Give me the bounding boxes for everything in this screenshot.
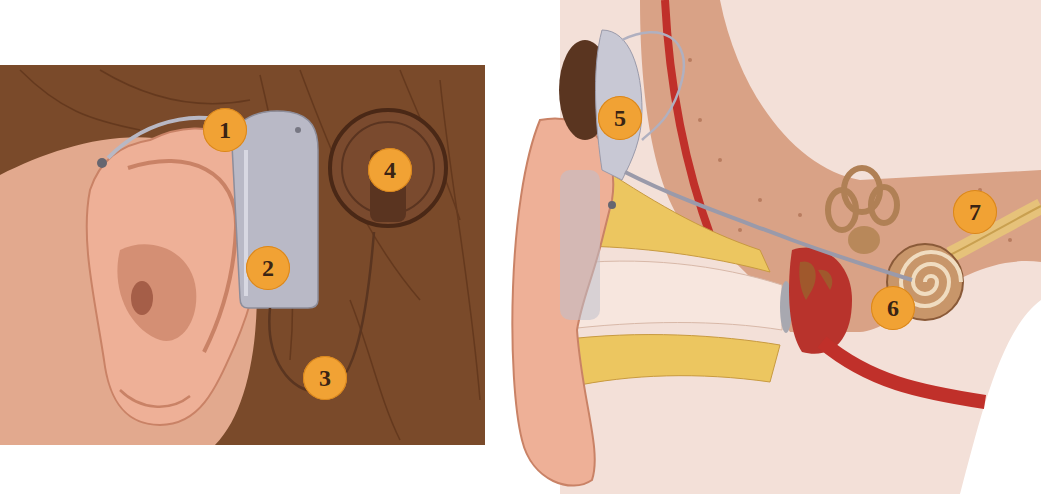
hair-strands xyxy=(20,70,480,440)
callout-number: 3 xyxy=(319,366,331,390)
transmitter-coil xyxy=(330,110,446,226)
callout-number: 1 xyxy=(219,118,231,142)
outer-ear xyxy=(512,118,613,485)
vestibule xyxy=(848,226,880,254)
callout-circle: 3 xyxy=(303,356,347,400)
ossicles xyxy=(799,261,832,300)
blood-vessel xyxy=(665,0,712,240)
eustachian-tube xyxy=(822,342,985,402)
tissue xyxy=(560,0,1041,494)
ear-cross-section xyxy=(512,0,1041,494)
head-side-view xyxy=(0,65,485,445)
skin xyxy=(0,65,485,445)
speech-processor xyxy=(232,111,318,308)
callout-circle: 2 xyxy=(246,246,290,290)
callout-circle: 4 xyxy=(368,148,412,192)
callout-number: 2 xyxy=(262,256,274,280)
callout-circle: 5 xyxy=(598,96,642,140)
microphone xyxy=(608,201,616,209)
callout-number: 7 xyxy=(969,200,981,224)
callout-circle: 7 xyxy=(953,190,997,234)
callout-circle: 1 xyxy=(203,108,247,152)
ear-lobe xyxy=(120,390,190,407)
cochlea xyxy=(887,244,963,320)
semicircular-canals xyxy=(828,168,897,230)
ear-canal-opening xyxy=(131,281,153,315)
middle-ear xyxy=(789,248,852,354)
callout-number: 6 xyxy=(887,296,899,320)
callout-circle: 6 xyxy=(871,286,915,330)
processor-button xyxy=(295,127,301,133)
callout-number: 4 xyxy=(384,158,396,182)
speech-processor xyxy=(560,170,600,320)
callout-number: 5 xyxy=(614,106,626,130)
implant-receiver xyxy=(595,30,642,180)
hair xyxy=(0,65,485,445)
concha xyxy=(117,244,196,341)
microphone xyxy=(97,158,107,168)
cartilage-lower xyxy=(560,335,780,387)
electrode-lead xyxy=(625,172,912,280)
